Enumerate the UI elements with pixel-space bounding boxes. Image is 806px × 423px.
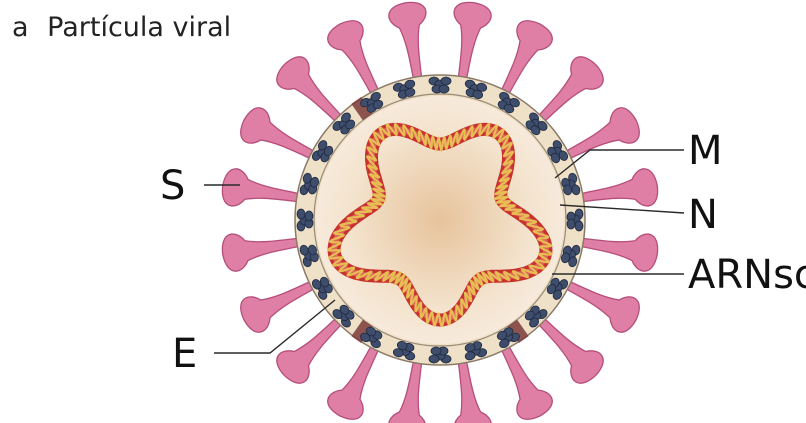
label-n: N (688, 192, 718, 238)
spike-protein (220, 167, 305, 216)
spike-protein (387, 355, 436, 423)
spike-protein (220, 223, 305, 272)
label-m: M (688, 128, 723, 174)
spike-protein (443, 0, 492, 85)
panel-letter: a (12, 12, 29, 43)
virion (220, 0, 660, 423)
spike-protein (387, 0, 436, 85)
spike-protein (443, 355, 492, 423)
spike-protein (575, 223, 660, 272)
label-rna: ARNsc (688, 252, 806, 298)
figure-title: a Partícula viral (12, 12, 231, 43)
label-s: S (160, 163, 185, 209)
label-e: E (172, 331, 197, 377)
title-text: Partícula viral (47, 12, 231, 43)
